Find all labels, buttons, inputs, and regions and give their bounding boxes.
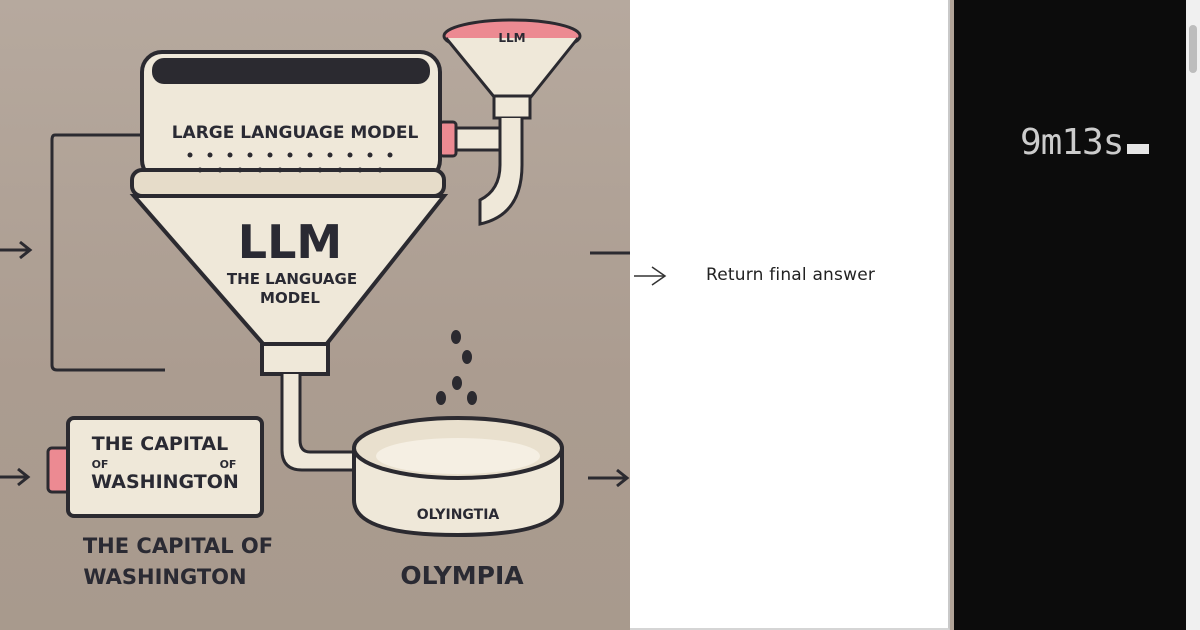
arrow-right-icon (634, 266, 667, 286)
input-caption-line2: WASHINGTON (83, 565, 246, 589)
return-final-answer-label: Return final answer (706, 265, 876, 285)
input-box-line1: THE CAPITAL (92, 433, 228, 455)
small-funnel (438, 18, 582, 226)
feedback-line (50, 133, 165, 372)
output-bowl (352, 416, 564, 538)
input-box-line2a: OF (92, 458, 109, 471)
funnel-subtitle-line1: THE LANGUAGE (227, 270, 357, 288)
input-box-line3: WASHINGTON (91, 471, 239, 493)
terminal-window: 9m13s (954, 0, 1200, 630)
machine-label: LARGE LANGUAGE MODEL (172, 123, 419, 143)
output-caption: OLYMPIA (400, 561, 524, 590)
funnel-title: LLM (238, 215, 342, 269)
left-arrow-bottom (0, 467, 31, 487)
llm-machine (130, 50, 446, 198)
input-caption-line1: THE CAPITAL OF (83, 534, 273, 558)
elapsed-timer: 9m13s (1020, 122, 1150, 163)
llm-diagram-art: LLM LARGE LANGUAGE MODEL LLM THE LANGUAG… (0, 18, 630, 590)
input-box (46, 416, 264, 518)
flow-panel: Return final answer (630, 0, 950, 630)
scrollbar-thumb[interactable] (1189, 25, 1197, 73)
scrollbar[interactable] (1186, 0, 1200, 630)
bowl-label: OLYINGTIA (417, 507, 500, 523)
left-arrow-top (0, 240, 33, 260)
timer-text: 9m13s (1020, 122, 1124, 163)
funnel-subtitle-line2: MODEL (260, 289, 320, 307)
machine-dots (187, 152, 393, 173)
input-box-line2b: OF (220, 458, 237, 471)
small-funnel-label: LLM (498, 31, 525, 45)
text-cursor (1127, 144, 1150, 154)
right-arrow-bottom (588, 468, 630, 488)
llm-illustration: LLM LARGE LANGUAGE MODEL LLM THE LANGUAG… (0, 0, 630, 630)
